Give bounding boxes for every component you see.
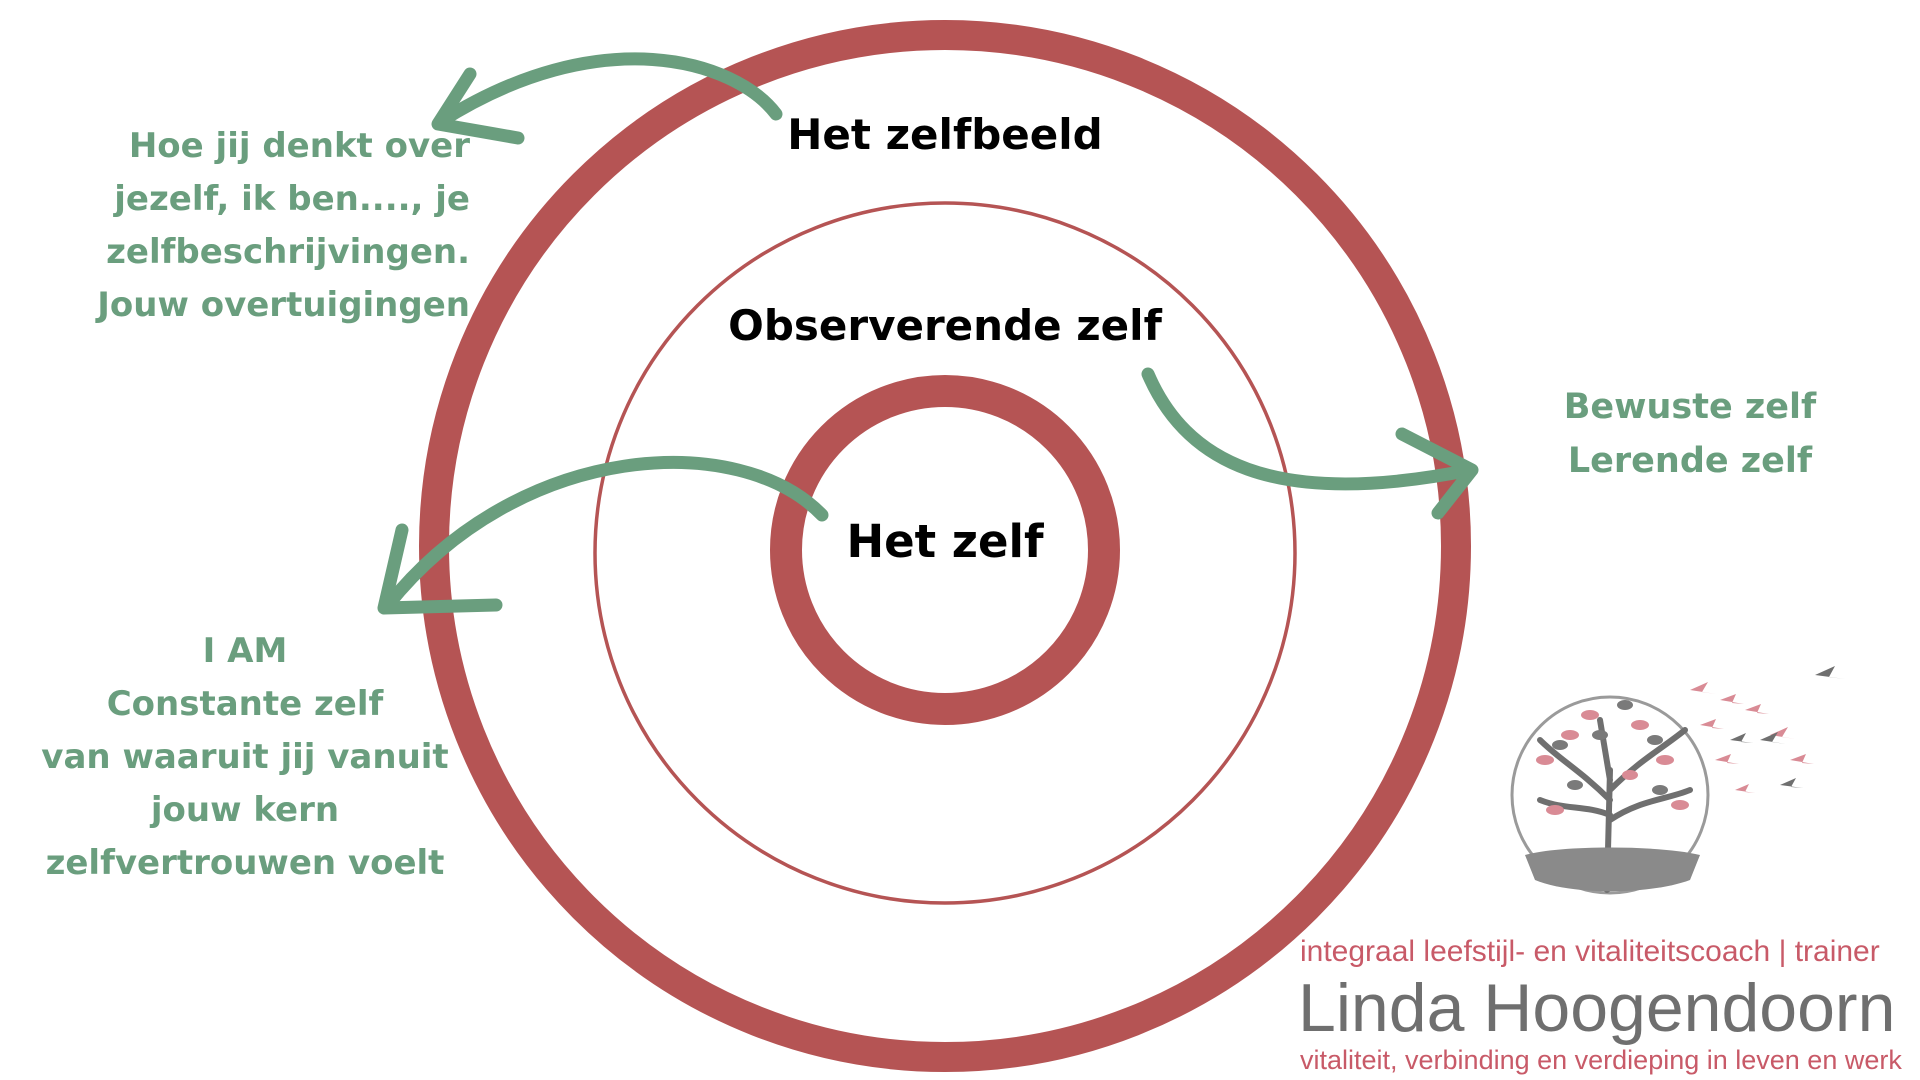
middle-ring xyxy=(593,201,1297,905)
note-line: Jouw overtuigingen xyxy=(97,285,470,325)
note-line: zelfvertrouwen voelt xyxy=(45,843,445,883)
constante-zelf-note: I AM Constante zelf van waaruit jij vanu… xyxy=(20,625,470,890)
brand-subline: vitaliteit, verbinding en verdieping in … xyxy=(1300,1045,1902,1075)
arrow-to-constante-zelf-note xyxy=(377,456,829,615)
note-line: Hoe jij denkt over xyxy=(128,126,470,166)
arrow-to-zelfbeeld-note xyxy=(431,52,783,145)
note-line: Lerende zelf xyxy=(1567,441,1813,481)
note-line: jouw kern xyxy=(150,790,340,830)
bewuste-zelf-note: Bewuste zelf Lerende zelf xyxy=(1520,380,1860,488)
ring-label-observerende: Observerende zelf xyxy=(728,301,1162,350)
inner-ring xyxy=(770,375,1120,725)
ring-label-zelfbeeld: Het zelfbeeld xyxy=(787,110,1102,159)
note-line: jezelf, ik ben...., je xyxy=(114,179,470,219)
note-line: Bewuste zelf xyxy=(1563,387,1817,427)
zelfbeeld-note: Hoe jij denkt over jezelf, ik ben...., j… xyxy=(50,120,470,332)
outer-ring xyxy=(419,20,1471,1072)
note-line: zelfbeschrijvingen. xyxy=(106,232,470,272)
note-line: van waaruit jij vanuit xyxy=(41,737,449,777)
note-line: I AM xyxy=(202,631,288,671)
arrow-to-bewuste-zelf-note xyxy=(1141,367,1479,520)
brand-name: Linda Hoogendoorn xyxy=(1298,970,1896,1046)
note-line: Constante zelf xyxy=(106,684,384,724)
tree-with-birds-icon xyxy=(1510,666,1845,895)
brand-tagline: integraal leefstijl- en vitaliteitscoach… xyxy=(1300,935,1880,968)
ring-label-zelf: Het zelf xyxy=(846,515,1043,568)
